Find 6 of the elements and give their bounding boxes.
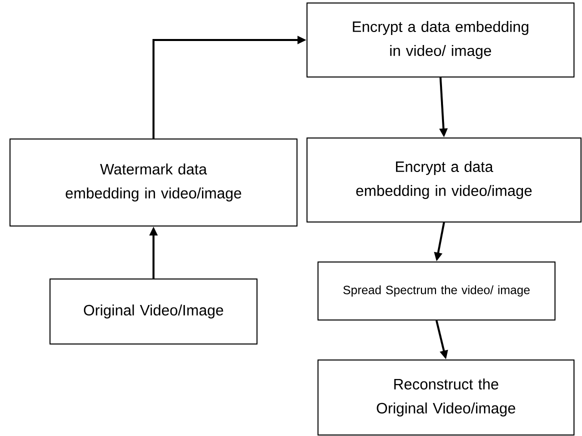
process-box: Reconstruct the Original Video/image [318,360,574,436]
process-box: Encrypt a data embedding in video/image [306,138,582,222]
process-box: Original Video/Image [50,278,258,344]
process-box: Watermark data embedding in video/image [10,138,298,226]
process-box: Spread Spectrum the video/ image [318,262,556,320]
process-box: Encrypt a data embedding in video/ image [306,2,574,78]
